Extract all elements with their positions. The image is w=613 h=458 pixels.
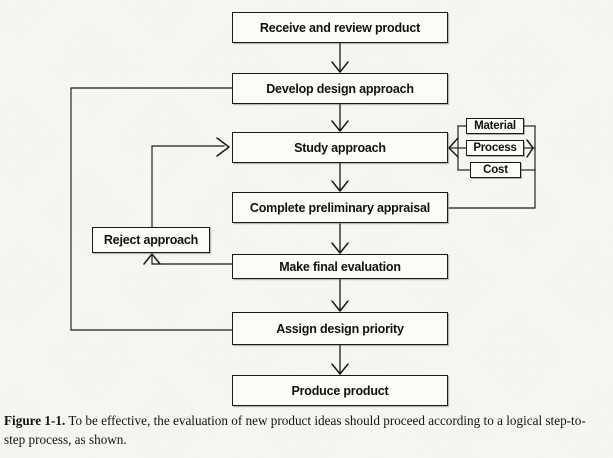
node-label: Receive and review product [259,20,421,35]
node-label: Material [474,120,516,132]
edge-study-to-appraisal [331,162,349,192]
node-label: Make final evaluation [279,259,401,274]
node-material[interactable]: Material [466,118,524,134]
edge-evaluation-to-priority [331,278,349,312]
node-label: Assign design priority [276,321,404,336]
edge-priority-to-produce [331,344,349,375]
node-assign-design-priority[interactable]: Assign design priority [232,312,448,345]
edge-reject-to-study [151,137,230,228]
node-label: Develop design approach [266,81,414,96]
node-make-final-evaluation[interactable]: Make final evaluation [232,254,448,279]
node-cost[interactable]: Cost [470,162,521,178]
edge-priority-to-develop-feedback [70,87,233,331]
edge-appraisal-to-side-inputs [448,125,536,209]
node-label: Cost [483,164,508,176]
node-label: Reject approach [103,233,199,247]
edge-appraisal-to-evaluation [331,223,349,254]
flowchart-connectors [70,42,536,375]
node-complete-preliminary-appraisal[interactable]: Complete preliminary appraisal [232,192,448,223]
node-receive-and-review-product[interactable]: Receive and review product [232,12,448,43]
node-label: Complete preliminary appraisal [249,200,431,215]
node-label: Study approach [294,140,386,155]
node-label: Process [473,142,517,154]
figure-caption: Figure 1-1. To be effective, the evaluat… [4,411,604,449]
edge-develop-to-study [331,103,349,132]
edge-side-inputs-to-study [448,125,471,171]
node-study-approach[interactable]: Study approach [232,132,448,163]
node-reject-approach[interactable]: Reject approach [92,227,210,253]
node-label: Produce product [291,383,389,398]
edge-evaluation-to-reject [143,253,233,265]
edge-receive-to-develop [331,42,349,73]
node-process[interactable]: Process [466,140,524,156]
figure-number: Figure 1-1. [4,413,66,428]
node-produce-product[interactable]: Produce product [232,375,448,406]
node-develop-design-approach[interactable]: Develop design approach [232,73,448,104]
figure-caption-text: To be effective, the evaluation of new p… [4,413,586,447]
